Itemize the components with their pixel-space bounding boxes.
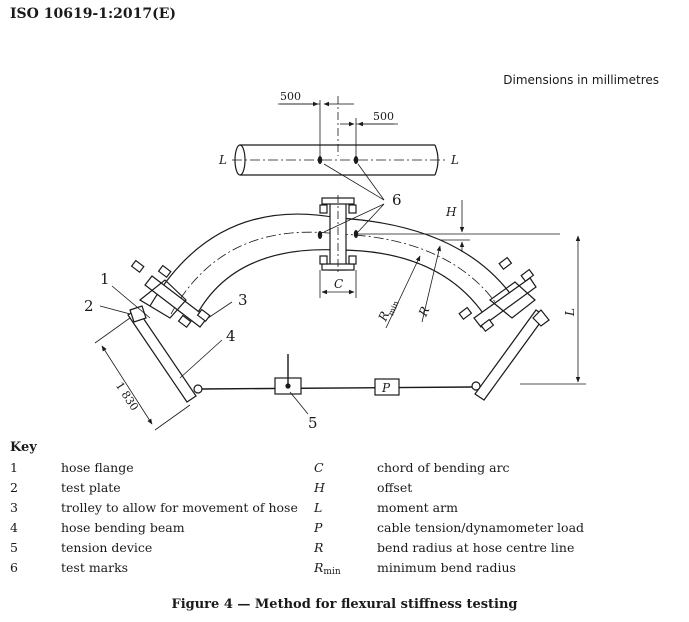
callout-3: 3 xyxy=(238,291,248,309)
figure-caption: Figure 4 — Method for flexural stiffness… xyxy=(171,597,518,612)
standard-reference: ISO 10619-1:2017(E) xyxy=(10,6,177,22)
hose-flange-right xyxy=(458,256,537,333)
bend-radius-label: R xyxy=(416,305,433,320)
dimensions-note: Dimensions in millimetres xyxy=(503,73,659,87)
cable-tension-label: P xyxy=(381,381,391,395)
moment-arm-label-vertical: L xyxy=(563,308,577,317)
callout-5: 5 xyxy=(308,414,318,432)
offset-label: H xyxy=(445,205,457,219)
chord-label: C xyxy=(334,277,343,291)
key-title: Key xyxy=(10,440,37,455)
hose-bending-beam-right xyxy=(471,309,550,401)
hose-bending-beam-left xyxy=(127,305,203,403)
dimension-500-left: 500 xyxy=(280,90,301,103)
hose-flange-left xyxy=(130,259,211,329)
dimension-500 xyxy=(278,96,398,156)
callout-leaders xyxy=(99,163,385,415)
callout-2: 2 xyxy=(84,297,94,315)
moment-arm-label-right: L xyxy=(450,153,459,167)
bend-radius-lines xyxy=(385,245,442,329)
tension-cable xyxy=(201,386,473,390)
centre-flange xyxy=(319,195,357,275)
tension-device xyxy=(274,354,302,395)
test-mark xyxy=(353,156,359,164)
callout-4: 4 xyxy=(226,327,236,345)
straight-hose xyxy=(232,144,446,176)
dynamometer xyxy=(374,378,400,396)
callout-6: 6 xyxy=(392,191,402,209)
flexural-stiffness-diagram: L L 500 500 xyxy=(84,90,586,432)
test-mark xyxy=(317,156,323,164)
dimension-500-right: 500 xyxy=(373,110,394,123)
min-bend-radius-label: R min xyxy=(375,299,400,324)
dimension-moment-arm xyxy=(520,235,586,385)
test-mark xyxy=(317,231,323,239)
callout-1: 1 xyxy=(100,270,110,288)
dimension-beam-length xyxy=(94,317,191,431)
dimension-1830: 1 830 xyxy=(113,380,141,413)
dimension-offset xyxy=(356,200,560,252)
moment-arm-label-left: L xyxy=(218,153,227,167)
dimension-chord xyxy=(319,270,357,298)
